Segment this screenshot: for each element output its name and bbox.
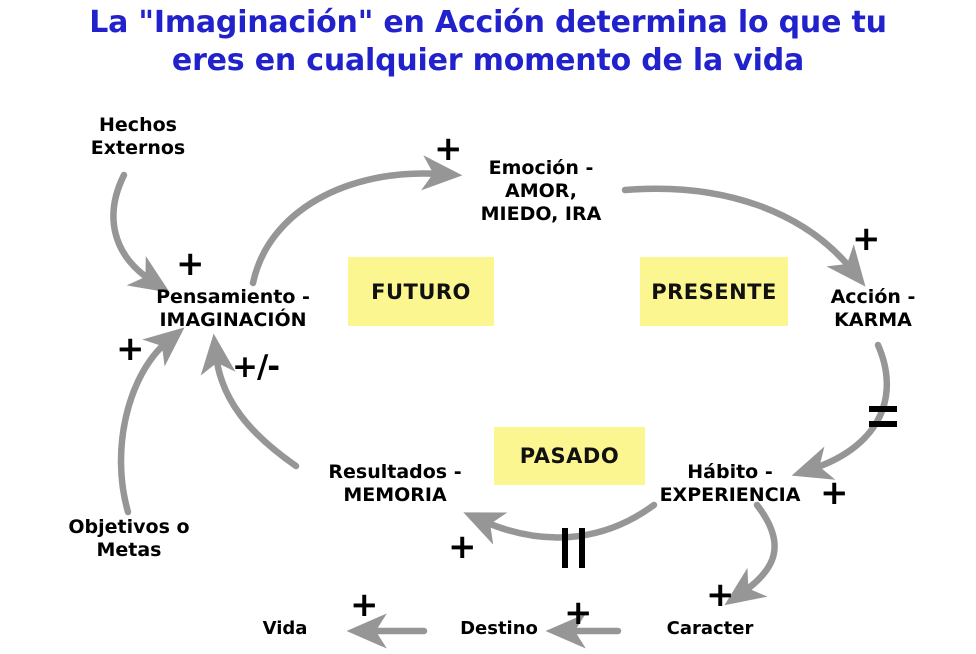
node-objetivos-metas: Objetivos o Metas	[68, 516, 190, 561]
arrow-objetivos-to-pensamiento	[117, 327, 185, 516]
arrow-hechos-to-pensamiento	[110, 171, 170, 293]
sign-resultados-inflow: +	[448, 527, 477, 567]
node-resultados-memoria: Resultados - MEMORIA	[328, 461, 462, 506]
arrow-emocion-to-accion	[621, 185, 866, 287]
node-emocion: Emoción - AMOR, MIEDO, IRA	[480, 157, 602, 225]
sign-pensamiento-to-emocion: +	[434, 129, 463, 169]
node-habito-experiencia: Hábito - EXPERIENCIA	[659, 461, 801, 506]
sign-emocion-to-accion: +	[852, 219, 881, 259]
node-vida: Vida	[262, 618, 308, 639]
node-pensamiento-imaginacion: Pensamiento - IMAGINACIÓN	[156, 286, 310, 331]
sign-hechos-to-pensamiento: +	[176, 244, 205, 284]
arrow-resultados-to-pensamiento	[200, 333, 300, 470]
phase-box-futuro-label: FUTURO	[371, 279, 471, 304]
sign-objetivos-to-pensamiento: +	[116, 329, 145, 369]
sign-resultados-to-pensamiento: +/-	[232, 349, 280, 385]
sign-habito-to-caracter: +	[706, 575, 735, 615]
arrow-habito-to-resultados	[463, 501, 658, 545]
mark-parallel-habito-resultados	[562, 528, 588, 568]
phase-box-pasado-label: PASADO	[519, 444, 620, 468]
node-caracter: Caracter	[666, 618, 754, 639]
sign-habito-inflow: +	[820, 473, 849, 513]
node-accion-karma: Acción - KARMA	[830, 286, 916, 331]
phase-box-presente-label: PRESENTE	[651, 279, 777, 304]
arrow-accion-to-habito	[791, 341, 890, 480]
arrow-pensamiento-to-emocion	[249, 155, 463, 287]
phase-box-futuro: FUTURO	[348, 257, 494, 326]
page-title: La "Imaginación" en Acción determina lo …	[89, 5, 887, 78]
phase-box-pasado: PASADO	[494, 427, 645, 485]
arrow-habito-to-caracter	[724, 501, 778, 606]
mark-equals-accion-habito	[869, 406, 897, 427]
sign-destino-to-vida: +	[350, 585, 379, 625]
node-destino: Destino	[460, 618, 538, 639]
sign-caracter-to-destino: +	[564, 593, 593, 633]
phase-box-presente: PRESENTE	[640, 257, 788, 326]
node-hechos-externos: Hechos Externos	[90, 114, 186, 159]
